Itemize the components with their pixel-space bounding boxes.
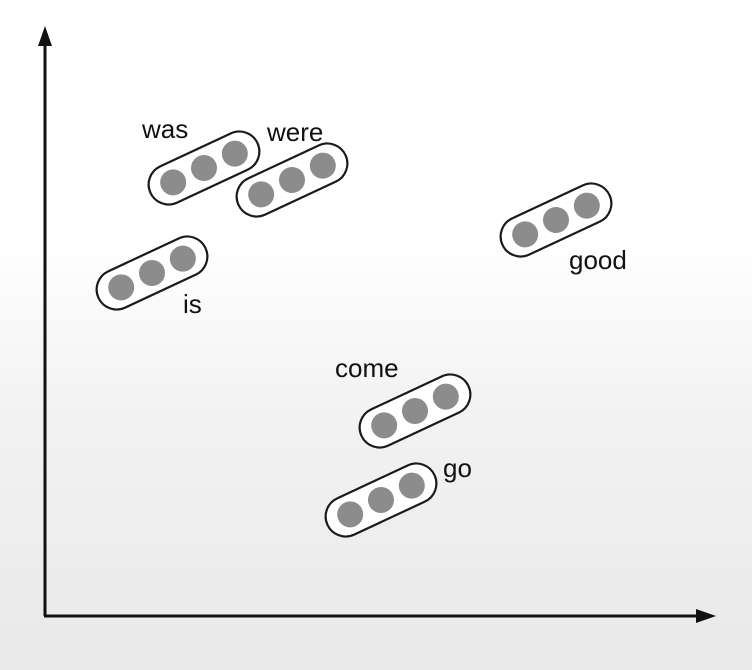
word-label-is: is [183,289,202,319]
vector-dot [160,169,187,196]
vector-dot [279,167,305,193]
vector-dot [248,181,275,208]
word-label-was: was [141,114,188,144]
vector-dot [191,155,217,181]
vector-dot [371,412,398,439]
word-label-come: come [335,353,399,383]
word-label-were: were [266,117,323,147]
vector-dot [309,152,336,179]
vector-dot [337,501,364,528]
vector-were [235,142,349,218]
vector-dot [573,192,600,219]
vector-come [358,373,472,449]
vector-is [95,235,209,311]
vector-dot [432,383,459,410]
vector-dot [169,245,196,272]
y-axis-arrowhead [38,26,52,46]
vector-dot [512,221,539,248]
x-axis-arrowhead [696,609,716,623]
axes [38,26,716,623]
vector-dot [108,274,135,301]
vector-good [499,182,613,258]
vector-go [324,462,438,538]
vector-dot [402,398,428,424]
vector-dot [221,140,248,167]
vector-was [147,130,261,206]
vector-dot [368,487,394,513]
vector-dot [139,260,165,286]
word-label-good: good [569,245,627,275]
vector-dot [398,472,425,499]
word-label-go: go [443,453,472,483]
vector-dot [543,207,569,233]
